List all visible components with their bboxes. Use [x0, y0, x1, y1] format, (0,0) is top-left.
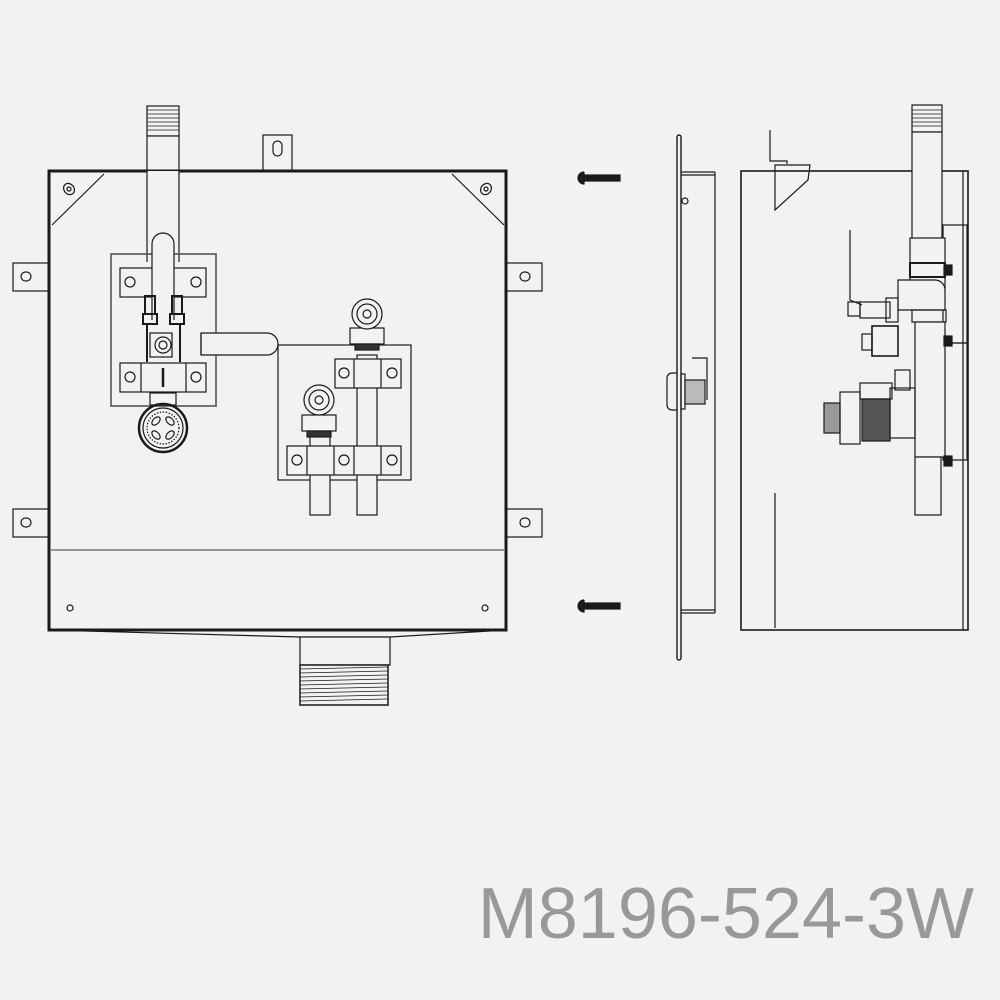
box-side-view	[740, 104, 969, 631]
front-view	[12, 105, 543, 706]
drain-outlet	[48, 629, 507, 706]
quick-disconnect-assembly	[277, 298, 412, 516]
ball-valve-assembly	[110, 232, 279, 454]
door-side-view	[577, 134, 716, 661]
inlet-pipe	[146, 105, 180, 172]
model-number-label: M8196-524-3W	[477, 874, 974, 954]
cam-lock	[666, 357, 708, 411]
mounting-screw-top	[577, 171, 621, 185]
mounting-screw-bottom	[577, 599, 621, 613]
